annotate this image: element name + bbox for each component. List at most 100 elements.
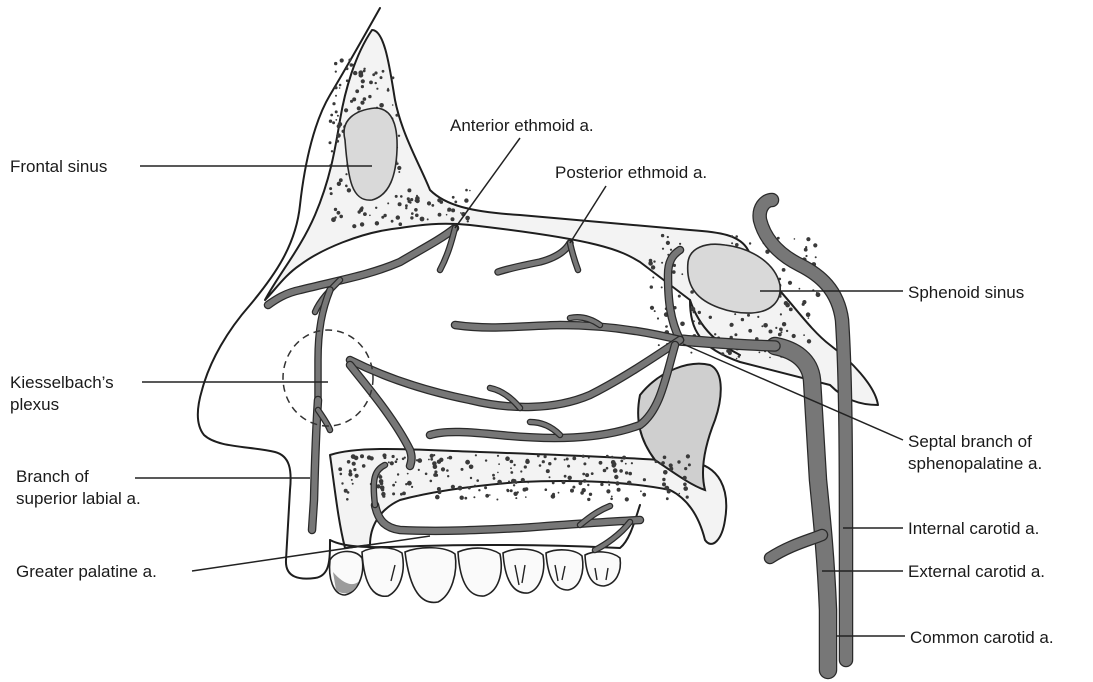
bone-speckle <box>680 322 685 327</box>
bone-speckle <box>392 484 395 487</box>
bone-speckle <box>434 470 437 473</box>
bone-speckle <box>608 481 610 483</box>
septal-vessel-upper <box>455 325 680 340</box>
bone-speckle <box>686 496 689 499</box>
bone-speckle <box>782 322 786 326</box>
bone-speckle <box>805 255 807 257</box>
bone-speckle <box>345 173 347 175</box>
bone-speckle <box>360 454 364 458</box>
bone-speckle <box>803 334 805 336</box>
septal-vessel-lower-branch <box>530 422 560 435</box>
bone-speckle <box>690 352 692 354</box>
bone-speckle <box>398 202 402 206</box>
posterior-ethmoid-artery <box>498 243 570 272</box>
bone-speckle <box>513 492 517 496</box>
bone-speckle <box>683 486 688 491</box>
bone-speckle <box>352 64 354 66</box>
bone-speckle <box>513 464 515 466</box>
bone-speckle <box>357 106 361 110</box>
bone-speckle <box>400 195 403 198</box>
bone-speckle <box>402 458 405 461</box>
bone-speckle <box>670 249 672 251</box>
bone-speckle <box>622 456 626 460</box>
bone-speckle <box>736 358 738 360</box>
bone-speckle <box>460 496 464 500</box>
bone-speckle <box>369 215 371 217</box>
bone-speckle <box>437 198 441 202</box>
bone-speckle <box>728 352 731 355</box>
bone-speckle <box>339 215 343 219</box>
bone-speckle <box>340 473 343 476</box>
bone-speckle <box>520 470 522 472</box>
bone-speckle <box>677 460 680 463</box>
bone-speckle <box>666 497 669 500</box>
bone-speckle <box>525 496 527 498</box>
bone-speckle <box>579 481 583 485</box>
bone-speckle <box>572 457 576 461</box>
bone-speckle <box>599 461 603 465</box>
bone-speckle <box>360 101 364 105</box>
bone-speckle <box>580 491 584 495</box>
bone-speckle <box>467 220 469 222</box>
bone-speckle <box>648 261 653 266</box>
bone-speckle <box>544 455 547 458</box>
bone-speckle <box>570 489 574 493</box>
bone-speckle <box>747 314 750 317</box>
bone-speckle <box>392 455 395 458</box>
bone-speckle <box>498 463 500 465</box>
label-superior-labial-line1: Branch of <box>16 467 89 486</box>
bone-speckle <box>513 484 515 486</box>
bone-speckle <box>383 456 386 459</box>
bone-speckle <box>582 455 585 458</box>
bone-speckle <box>522 480 524 482</box>
bone-speckle <box>427 201 431 205</box>
bone-speckle <box>339 84 342 87</box>
bone-speckle <box>417 495 419 497</box>
bone-speckle <box>381 216 384 219</box>
bone-speckle <box>411 212 414 215</box>
bone-speckle <box>691 307 696 312</box>
bone-speckle <box>461 468 464 471</box>
bone-speckle <box>337 211 341 215</box>
bone-speckle <box>346 67 349 70</box>
bone-speckle <box>361 85 364 88</box>
bone-speckle <box>395 481 397 483</box>
bone-speckle <box>564 459 566 461</box>
bone-speckle <box>667 490 671 494</box>
bone-speckle <box>681 273 683 275</box>
bone-speckle <box>813 243 817 247</box>
bone-speckle <box>346 79 349 82</box>
common-carotid-artery-lumen <box>775 346 828 670</box>
label-kiesselbach-line1: Kiesselbach’s <box>10 373 114 392</box>
bone-speckle <box>775 327 777 329</box>
bone-speckle <box>515 497 517 499</box>
bone-speckle <box>387 89 390 92</box>
bone-speckle <box>407 188 411 192</box>
bone-speckle <box>469 190 471 192</box>
bone-speckle <box>330 192 333 195</box>
bone-speckle <box>662 478 665 481</box>
bone-speckle <box>361 206 363 208</box>
bone-speckle <box>558 492 560 494</box>
bone-speckle <box>666 325 668 327</box>
bone-speckle <box>395 195 398 198</box>
bone-speckle <box>815 256 817 258</box>
bone-speckle <box>527 482 529 484</box>
bone-speckle <box>382 70 385 73</box>
bone-speckle <box>332 102 335 105</box>
bone-speckle <box>399 222 403 226</box>
bone-speckle <box>474 485 476 487</box>
bone-speckle <box>335 71 337 73</box>
bone-speckle <box>583 479 587 483</box>
bone-speckle <box>361 79 365 83</box>
bone-speckle <box>769 357 771 359</box>
bone-speckle <box>786 330 788 332</box>
label-posterior-ethmoid: Posterior ethmoid a. <box>555 163 707 182</box>
bone-speckle <box>714 333 716 335</box>
bone-speckle <box>460 212 462 214</box>
bone-speckle <box>406 207 408 209</box>
bone-speckle <box>334 62 337 65</box>
bone-speckle <box>465 216 470 221</box>
bone-speckle <box>606 489 610 493</box>
bone-speckle <box>679 493 681 495</box>
